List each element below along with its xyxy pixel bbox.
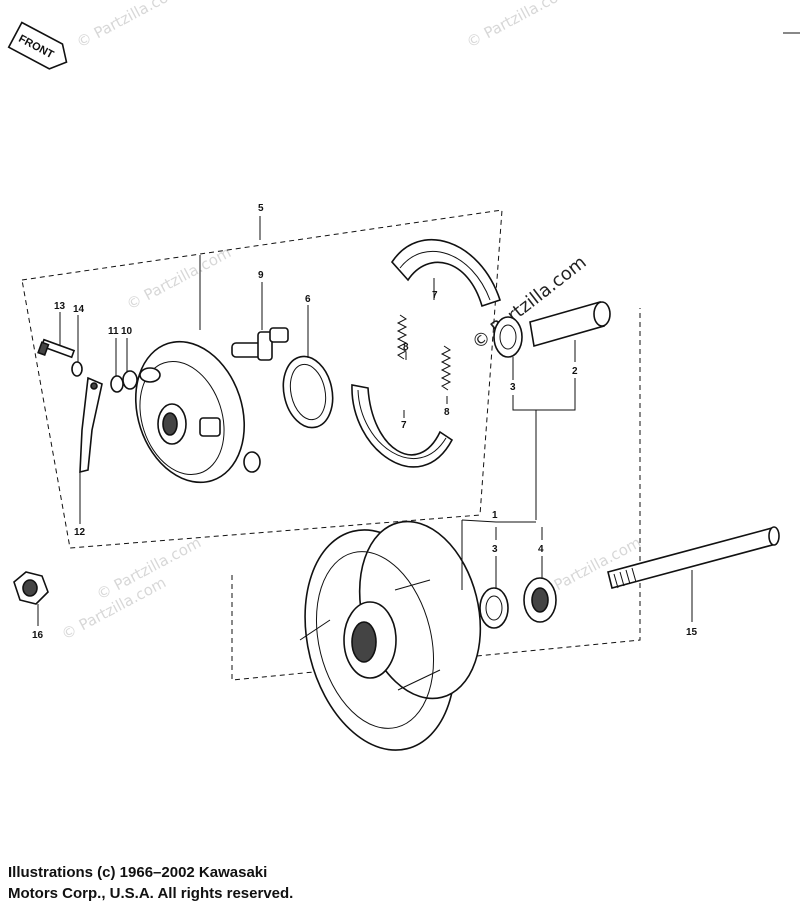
washer-14 [71, 361, 83, 377]
brake-panel [134, 340, 261, 484]
callout-3-lower: 3 [492, 544, 498, 555]
callout-2: 2 [572, 366, 578, 377]
front-direction-badge: FRONT [7, 21, 68, 70]
callout-4: 4 [538, 544, 544, 555]
brake-cam [231, 327, 289, 361]
watermark-2: © Partzilla.com [73, 0, 184, 52]
copyright-notice: Illustrations (c) 1966–2002 Kawasaki Mot… [8, 862, 293, 904]
callout-12: 12 [74, 527, 86, 538]
axle-nut-16 [13, 571, 49, 605]
callout-14: 14 [73, 304, 85, 315]
collar-2 [529, 300, 611, 348]
callout-16: 16 [32, 630, 44, 641]
wheel-hub [299, 520, 482, 751]
bearing-3-upper [493, 316, 523, 358]
copyright-line-2: Motors Corp., U.S.A. All rights reserved… [8, 885, 294, 902]
dust-seal-6 [282, 355, 334, 429]
callout-10: 10 [121, 326, 133, 337]
callout-6: 6 [305, 294, 311, 305]
callout-9: 9 [258, 270, 264, 281]
washer-11 [110, 375, 124, 393]
brake-lever [79, 376, 103, 474]
callout-11: 11 [108, 326, 119, 337]
callout-15: 15 [686, 627, 698, 638]
callout-7-lower: 7 [401, 420, 407, 431]
bearing-3-lower [479, 587, 509, 629]
spring-lower [440, 345, 452, 391]
brake-shoe-lower [351, 384, 454, 468]
grease-seal-4 [523, 577, 557, 623]
watermark-3: © Partzilla.com [123, 243, 234, 313]
copyright-line-1: Illustrations (c) 1966–2002 Kawasaki [8, 864, 268, 881]
spring-upper [396, 314, 408, 360]
axle-15 [607, 526, 780, 589]
callout-13: 13 [54, 301, 66, 312]
brake-shoe-upper [390, 238, 502, 308]
callout-8-upper: 8 [403, 342, 409, 353]
callout-1: 1 [492, 510, 498, 521]
bolt-13 [37, 338, 76, 359]
callout-5: 5 [258, 203, 264, 214]
callout-8-lower: 8 [444, 407, 450, 418]
leader-lines [37, 278, 693, 626]
callout-3-upper: 3 [510, 382, 516, 393]
watermark-1: © Partzilla.com [463, 0, 574, 52]
callout-7-upper: 7 [432, 290, 438, 301]
seal-10 [122, 370, 138, 390]
